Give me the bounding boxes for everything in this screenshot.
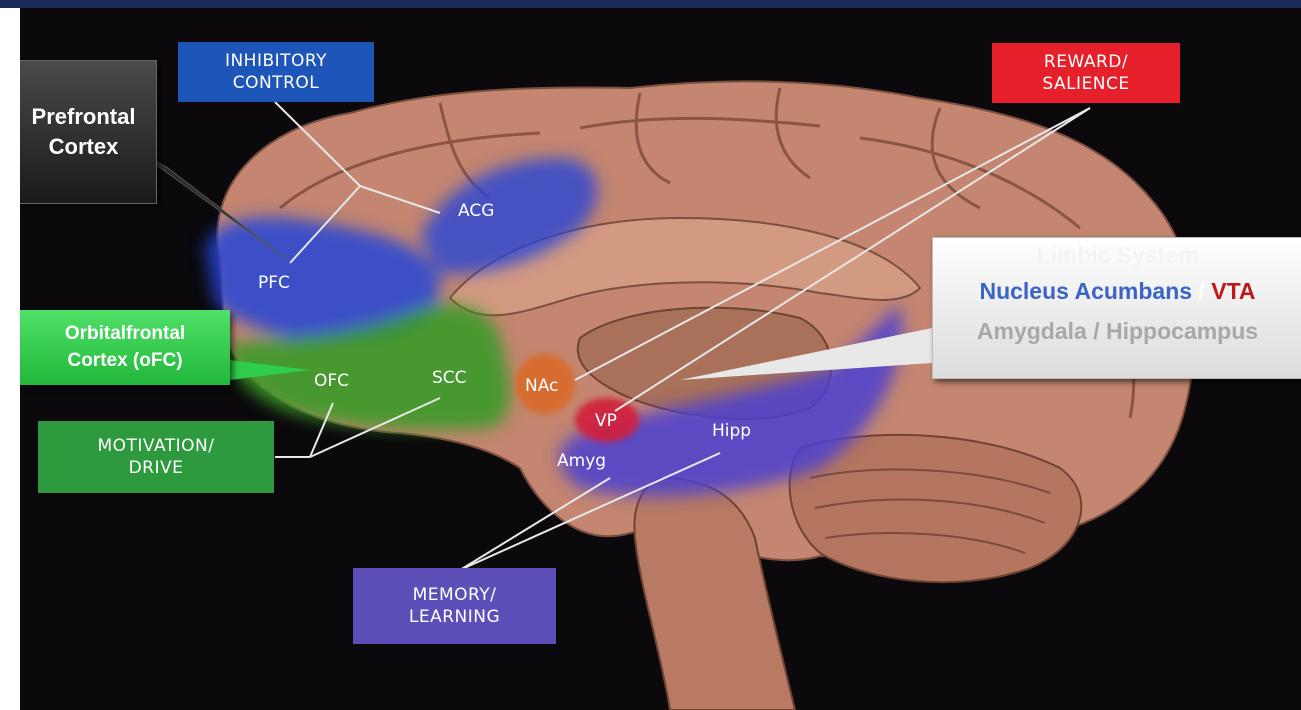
amyg-label: Amyg xyxy=(557,451,606,471)
limbic-system-title: Limbic System xyxy=(933,242,1301,269)
pfc-label: PFC xyxy=(258,273,290,293)
vp-label: VP xyxy=(595,411,617,431)
top-banner-bar xyxy=(0,0,1301,8)
limbic-system-callout: Limbic System Nucleus Acumbans / VTA Amy… xyxy=(932,237,1301,379)
acg-label: ACG xyxy=(458,201,494,221)
ofc-label: OFC xyxy=(314,371,349,391)
prefrontal-cortex-callout: Prefrontal Cortex xyxy=(20,60,157,204)
inhibitory-control-box: INHIBITORY CONTROL xyxy=(178,42,374,102)
memory-learning-box: MEMORY/ LEARNING xyxy=(353,568,556,644)
orbitofrontal-cortex-callout: Orbitalfrontal Cortex (oFC) xyxy=(20,310,230,385)
hipp-label: Hipp xyxy=(712,421,751,441)
scc-label: SCC xyxy=(432,368,467,388)
vta-text: VTA xyxy=(1211,278,1255,304)
prefrontal-cortex-text: Prefrontal Cortex xyxy=(32,102,136,161)
orbitofrontal-cortex-text: Orbitalfrontal Cortex (oFC) xyxy=(65,321,185,374)
motivation-drive-box: MOTIVATION/ DRIVE xyxy=(38,421,274,493)
slash-separator: / xyxy=(1192,278,1211,304)
nucleus-acumbans-text: Nucleus Acumbans xyxy=(979,278,1192,304)
reward-salience-box: REWARD/ SALIENCE xyxy=(992,43,1180,103)
amygdala-hippocampus-text: Amygdala / Hippocampus xyxy=(933,318,1301,345)
limbic-system-line-2: Nucleus Acumbans / VTA xyxy=(933,278,1301,305)
nac-label: NAc xyxy=(525,376,558,396)
